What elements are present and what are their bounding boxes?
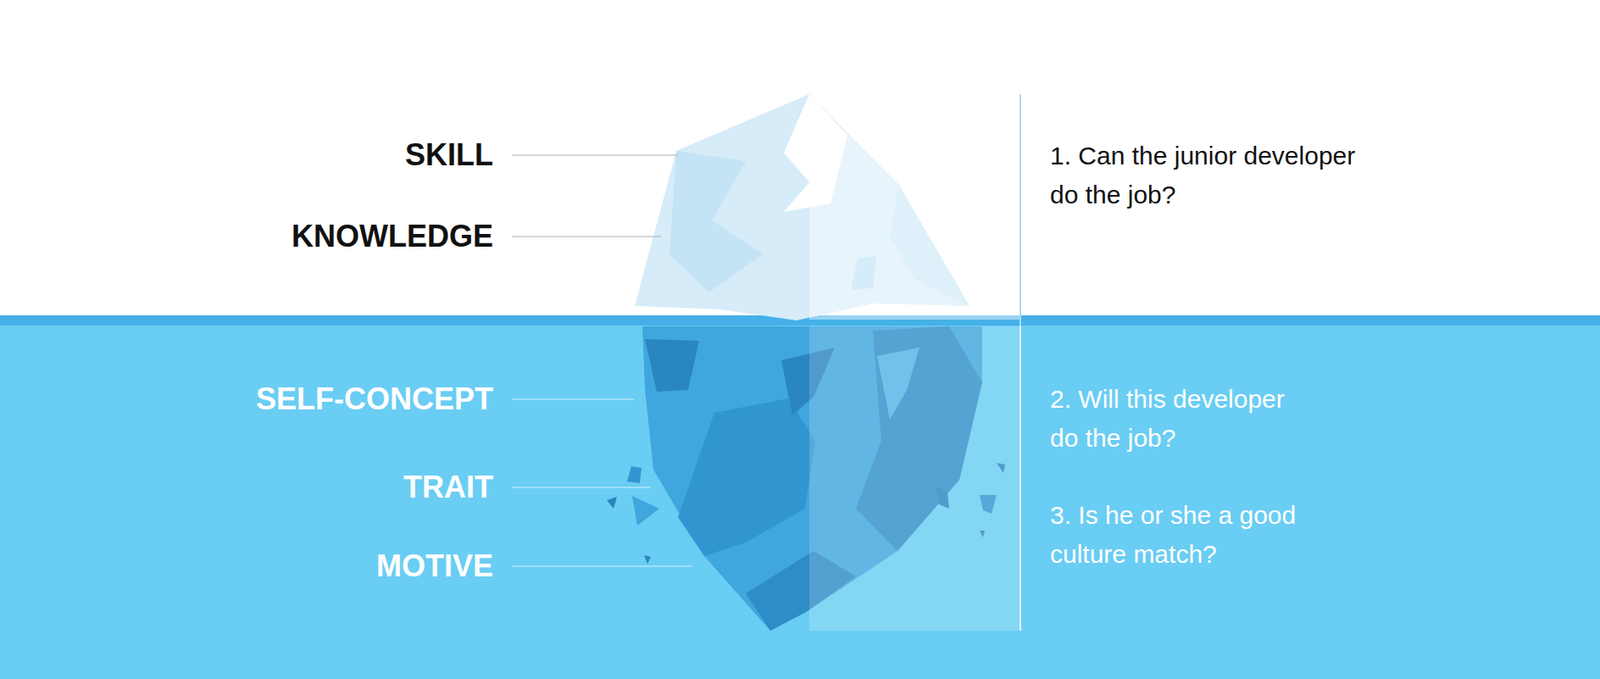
ice-fragment: [606, 496, 617, 509]
leader-line: [511, 236, 662, 238]
iceberg-facet: [677, 398, 816, 556]
level-label: SELF-CONCEPT: [255, 382, 494, 417]
question-text: 3. Is he or she a good culture match?: [1050, 495, 1339, 574]
ice-fragment: [644, 555, 651, 564]
ice-fragment: [627, 466, 642, 484]
iceberg-facet: [644, 338, 700, 392]
leader-line: [511, 487, 651, 489]
level-label: KNOWLEDGE: [291, 219, 494, 254]
water: [0, 319, 1600, 679]
level-label: MOTIVE: [376, 549, 494, 584]
question-text: 1. Can the junior developer do the job?: [1050, 136, 1377, 215]
iceberg-facet: [669, 150, 763, 293]
leader-line: [511, 566, 692, 567]
ice-fragment: [632, 495, 660, 526]
highlight-panel: [809, 94, 1021, 320]
divider-line: [1019, 94, 1022, 631]
sky: [0, 0, 1600, 320]
divider-line: [1019, 326, 1022, 631]
level-label: SKILL: [405, 138, 494, 173]
leader-line: [511, 155, 678, 156]
leader-line: [511, 399, 634, 400]
highlight-panel: [809, 326, 1021, 631]
level-label: TRAIT: [403, 470, 494, 505]
question-text: 2. Will this developer do the job?: [1050, 379, 1305, 458]
